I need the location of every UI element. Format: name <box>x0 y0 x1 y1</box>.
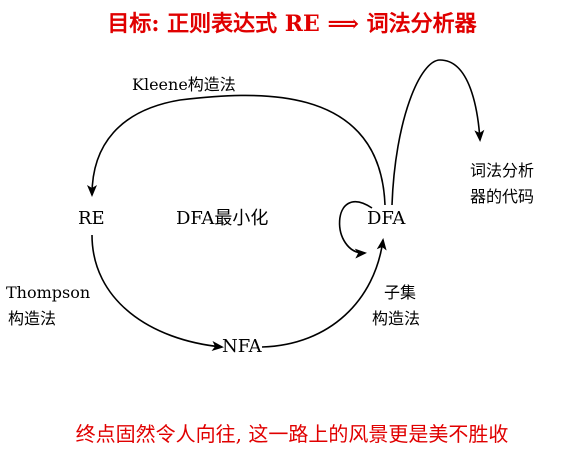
subset-label-line1: 子集 <box>384 283 416 302</box>
subset-arrow <box>261 238 387 348</box>
output-label-line1: 词法分析 <box>470 161 534 180</box>
dfa-minimization-label: DFA最小化 <box>176 208 268 229</box>
node-re: RE <box>78 208 105 229</box>
output-label-line2: 器的代码 <box>470 187 534 206</box>
output-arrow <box>391 59 485 206</box>
node-dfa: DFA <box>367 208 406 229</box>
thompson-arrow <box>91 234 224 352</box>
kleene-label: Kleene构造法 <box>132 75 236 94</box>
node-nfa: NFA <box>222 336 263 357</box>
thompson-label-line1: Thompson <box>6 283 90 302</box>
page-title: 目标: 正则表达式 RE ⟹ 词法分析器 <box>107 11 477 37</box>
subset-label-line2: 构造法 <box>372 309 420 328</box>
minimization-loop-arrow <box>338 200 373 259</box>
kleene-arrow <box>87 94 386 206</box>
thompson-label-line2: 构造法 <box>8 309 56 328</box>
page-caption: 终点固然令人向往, 这一路上的风景更是美不胜收 <box>75 422 509 446</box>
